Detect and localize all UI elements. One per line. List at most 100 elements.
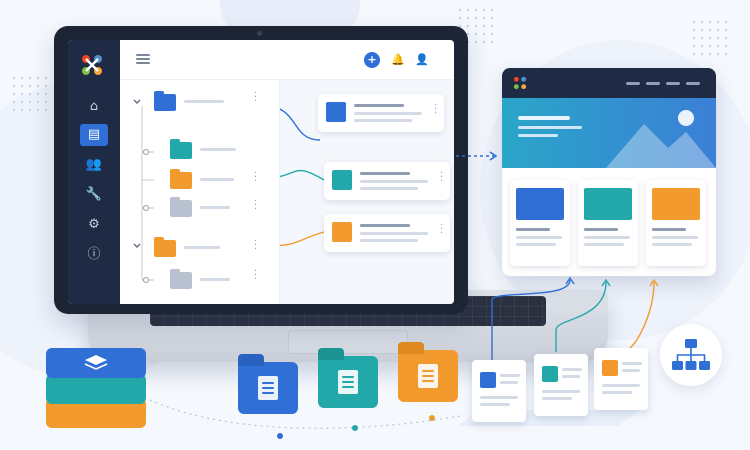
- folder-orange-icon[interactable]: [154, 237, 176, 257]
- article-card[interactable]: ···: [324, 162, 450, 200]
- nav-link[interactable]: [646, 82, 660, 85]
- image-thumbnail-icon: [584, 188, 632, 220]
- gear-icon[interactable]: ⚙: [88, 217, 100, 232]
- article-excerpt: [354, 112, 422, 115]
- document-icon[interactable]: ▤: [80, 124, 108, 146]
- card-text: [584, 243, 624, 246]
- user-icon[interactable]: 👤: [415, 53, 429, 66]
- image-thumbnail-icon: [332, 170, 352, 190]
- image-thumbnail-icon: [602, 360, 618, 376]
- tree-lines: [133, 99, 154, 283]
- more-options-icon[interactable]: ···: [254, 88, 258, 107]
- bell-icon[interactable]: 🔔: [391, 53, 405, 66]
- block-text: [480, 396, 518, 399]
- image-thumbnail-icon: [326, 102, 346, 122]
- more-options-icon[interactable]: ···: [440, 168, 444, 187]
- joomla-logo-icon: [513, 76, 527, 90]
- sitemap-badge: [660, 324, 722, 386]
- more-options-icon[interactable]: ···: [254, 266, 258, 285]
- folder-blue-icon[interactable]: [238, 354, 298, 414]
- folder-label: [184, 246, 220, 249]
- hero-subtitle: [518, 126, 582, 129]
- card-title: [652, 228, 686, 231]
- hero-subtitle: [518, 134, 558, 137]
- add-icon[interactable]: +: [364, 52, 380, 68]
- article-title: [354, 104, 404, 107]
- more-options-icon[interactable]: ···: [440, 220, 444, 239]
- folder-teal-icon[interactable]: [318, 348, 378, 408]
- hero-title: [518, 116, 570, 120]
- laptop-lid: ⌂ ▤ 👥 🔧 ⚙ ⓘ + 🔔 👤: [54, 26, 468, 314]
- info-icon[interactable]: ⓘ: [87, 247, 101, 262]
- website-card[interactable]: [646, 180, 706, 266]
- dot-pattern: [10, 74, 50, 114]
- article-title: [360, 172, 410, 175]
- database-stack-icon: [46, 374, 146, 404]
- article-excerpt: [360, 187, 418, 190]
- folder-tree: ··· ··· ··· ··· ···: [120, 80, 280, 304]
- card-title: [516, 228, 550, 231]
- folder-root-icon[interactable]: [154, 91, 176, 111]
- website-card[interactable]: [510, 180, 570, 266]
- article-title: [360, 224, 410, 227]
- image-thumbnail-icon: [516, 188, 564, 220]
- card-text: [652, 236, 698, 239]
- website-navbar: [502, 68, 716, 98]
- content-block-card[interactable]: [594, 348, 648, 410]
- mountain-icon: [606, 110, 716, 168]
- joomla-logo-icon[interactable]: [79, 52, 105, 78]
- card-text: [584, 236, 630, 239]
- laptop-camera: [257, 31, 262, 36]
- folder-orange-icon[interactable]: [398, 342, 458, 402]
- database-stack-icon: [46, 348, 146, 378]
- image-thumbnail-icon: [542, 366, 558, 382]
- more-options-icon[interactable]: ···: [254, 236, 258, 255]
- block-text: [562, 375, 580, 378]
- block-text: [622, 362, 642, 365]
- content-block-card[interactable]: [534, 354, 588, 416]
- sitemap-icon: [672, 339, 710, 370]
- dot-pattern: [690, 18, 730, 58]
- more-options-icon[interactable]: ···: [254, 196, 258, 215]
- folder-label: [200, 278, 230, 281]
- block-text: [480, 403, 510, 406]
- folder-label: [200, 178, 234, 181]
- users-icon[interactable]: 👥: [85, 157, 103, 172]
- article-card[interactable]: ···: [324, 214, 450, 252]
- more-options-icon[interactable]: ···: [434, 100, 438, 119]
- image-thumbnail-icon: [332, 222, 352, 242]
- block-text: [562, 368, 582, 371]
- website-preview: [502, 68, 716, 276]
- image-thumbnail-icon: [480, 372, 496, 388]
- folder-gray-icon[interactable]: [170, 269, 192, 289]
- website-card[interactable]: [578, 180, 638, 266]
- block-text: [500, 381, 518, 384]
- content-pane: ··· ··· ···: [280, 80, 454, 304]
- block-text: [542, 397, 572, 400]
- nav-link[interactable]: [666, 82, 680, 85]
- block-text: [602, 391, 632, 394]
- wrench-icon[interactable]: 🔧: [85, 187, 103, 202]
- website-hero: [502, 98, 716, 168]
- article-card[interactable]: ···: [318, 94, 444, 132]
- article-excerpt: [360, 180, 428, 183]
- card-text: [652, 243, 692, 246]
- admin-topbar: + 🔔 👤: [120, 40, 454, 80]
- nav-link[interactable]: [686, 82, 700, 85]
- block-text: [542, 390, 580, 393]
- block-text: [500, 374, 520, 377]
- folder-orange-icon[interactable]: [170, 169, 192, 189]
- home-icon[interactable]: ⌂: [89, 99, 99, 114]
- folder-gray-icon[interactable]: [170, 197, 192, 217]
- folder-teal-icon[interactable]: [170, 139, 192, 159]
- connector-lines: [280, 108, 325, 247]
- nav-link[interactable]: [626, 82, 640, 85]
- more-options-icon[interactable]: ···: [254, 168, 258, 187]
- admin-sidebar: ⌂ ▤ 👥 🔧 ⚙ ⓘ: [68, 40, 120, 304]
- content-block-card[interactable]: [472, 360, 526, 422]
- folder-label: [184, 100, 224, 103]
- block-text: [622, 369, 640, 372]
- folder-label: [200, 206, 230, 209]
- menu-icon[interactable]: [136, 54, 150, 64]
